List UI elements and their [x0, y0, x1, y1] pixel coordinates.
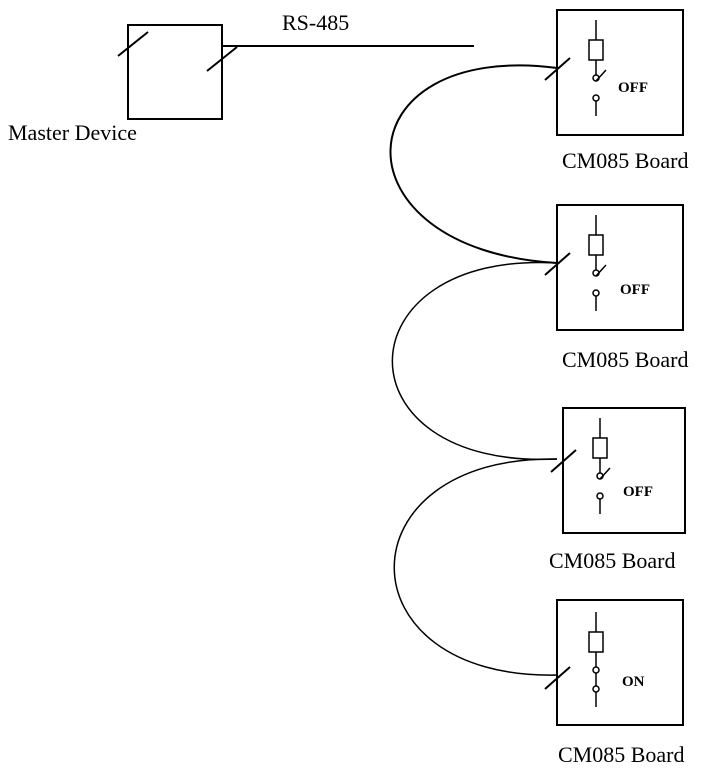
- board-box: [556, 9, 684, 136]
- cm085-board-2: OFF CM085 Board: [544, 204, 689, 372]
- board-label: CM085 Board: [562, 148, 689, 173]
- board-box: [562, 407, 686, 534]
- board-box: [556, 204, 684, 331]
- relay-icon: [588, 20, 607, 116]
- daisy-chain-cables: [389, 64, 558, 676]
- relay-state-label: OFF: [620, 282, 650, 298]
- bus-label: RS-485: [282, 10, 349, 35]
- board-tick: [544, 252, 571, 276]
- master-device: Master Device: [8, 24, 238, 145]
- cm085-board-1: OFF CM085 Board: [544, 9, 689, 173]
- master-tick-right: [206, 46, 238, 72]
- relay-state-label: ON: [622, 674, 645, 690]
- relay-icon: [588, 215, 607, 311]
- relay-state-label: OFF: [623, 484, 653, 500]
- cm085-board-4: ON CM085 Board: [544, 599, 685, 767]
- master-tick-left: [117, 31, 149, 57]
- board-label: CM085 Board: [558, 742, 685, 767]
- master-device-label: Master Device: [8, 120, 137, 145]
- relay-icon: [592, 418, 611, 514]
- relay-state-label: OFF: [618, 80, 648, 96]
- cable-3-4: [393, 458, 558, 676]
- board-tick: [544, 666, 571, 690]
- cable-1-2: [389, 64, 558, 264]
- cable-2-3: [391, 261, 558, 461]
- relay-icon: [588, 612, 604, 707]
- board-label: CM085 Board: [549, 548, 676, 573]
- board-tick: [544, 57, 571, 81]
- board-box: [556, 599, 684, 726]
- board-label: CM085 Board: [562, 347, 689, 372]
- master-device-box: [127, 24, 223, 120]
- cm085-board-3: OFF CM085 Board: [549, 407, 686, 573]
- rs485-bus: RS-485: [222, 10, 474, 47]
- board-tick: [550, 449, 577, 473]
